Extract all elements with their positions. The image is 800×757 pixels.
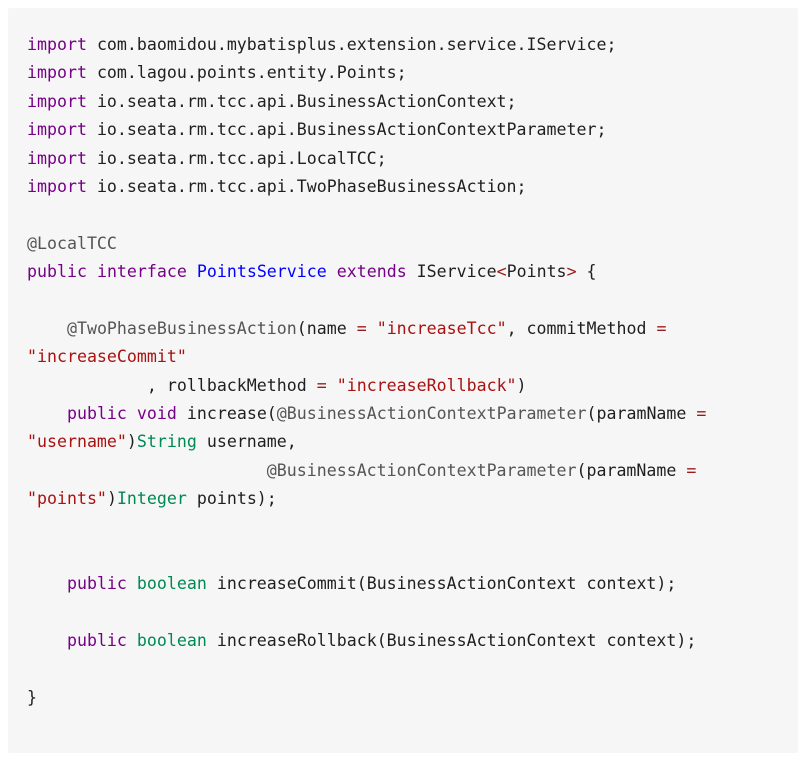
code-token: "increaseTcc" [376, 318, 507, 338]
code-token: import [27, 91, 87, 111]
code-token: import [27, 35, 87, 54]
code-token: String [136, 432, 197, 452]
code-line: import com.baomidou.mybatisplus.extensio… [27, 31, 798, 59]
code-token: Integer [116, 489, 187, 509]
code-token: > [566, 262, 577, 282]
code-token: interface [96, 262, 187, 282]
code-token [327, 376, 337, 395]
code-token: username, [196, 432, 297, 452]
code-line [27, 287, 798, 315]
code-line: "username")String username, [27, 428, 798, 456]
code-token: com.lagou.points.entity.Points; [86, 63, 407, 83]
code-token: "points" [27, 489, 107, 509]
code-token: { [576, 262, 597, 282]
code-token [327, 262, 337, 281]
code-line: "increaseCommit" [27, 343, 798, 371]
code-line: import io.seata.rm.tcc.api.BusinessActio… [27, 116, 798, 144]
code-token: Points [506, 262, 567, 282]
code-token [27, 319, 67, 338]
code-token: import [27, 63, 87, 83]
code-token: = [656, 318, 667, 338]
code-token: public [27, 262, 87, 282]
code-token [187, 262, 197, 281]
code-token: io.seata.rm.tcc.api.TwoPhaseBusinessActi… [86, 176, 527, 196]
code-token: < [496, 262, 507, 282]
code-token [27, 404, 67, 423]
code-token: } [27, 687, 37, 707]
code-line: @TwoPhaseBusinessAction(name = "increase… [27, 315, 798, 343]
code-line: "points")Integer points); [27, 485, 798, 513]
code-token: void [136, 404, 177, 424]
code-token: (name [296, 318, 357, 338]
code-token: io.seata.rm.tcc.api.BusinessActionContex… [86, 91, 517, 111]
code-token [87, 262, 97, 281]
code-token: public [66, 404, 127, 424]
code-token: ) [126, 432, 137, 452]
code-token: ) [516, 375, 527, 395]
code-token: = [686, 460, 697, 480]
code-line [27, 542, 798, 570]
code-token: "increaseRollback" [336, 375, 517, 395]
code-token: , commitMethod [506, 318, 657, 338]
code-token: com.baomidou.mybatisplus.extension.servi… [86, 35, 617, 54]
code-token: public [66, 574, 127, 594]
code-token: , rollbackMethod [27, 375, 317, 395]
code-line: import io.seata.rm.tcc.api.LocalTCC; [27, 145, 798, 173]
code-token [27, 574, 67, 593]
code-line: public boolean increaseRollback(Business… [27, 627, 798, 655]
code-token: @LocalTCC [27, 233, 117, 253]
code-token: public [66, 631, 127, 651]
code-token [127, 631, 137, 650]
code-token [127, 404, 137, 423]
code-token [27, 631, 67, 650]
code-line: import com.lagou.points.entity.Points; [27, 59, 798, 87]
code-line: , rollbackMethod = "increaseRollback") [27, 372, 798, 400]
code-line: @LocalTCC [27, 230, 798, 258]
code-token: @BusinessActionContextParameter [276, 404, 587, 424]
code-token: increase( [176, 404, 277, 424]
code-line: public interface PointsService extends I… [27, 258, 798, 286]
code-token: import [27, 148, 87, 168]
code-token: boolean [136, 631, 207, 651]
code-line: @BusinessActionContextParameter(paramNam… [27, 457, 798, 485]
code-line [27, 514, 798, 542]
code-token: = [696, 404, 707, 424]
code-token [127, 574, 137, 593]
code-token: PointsService [196, 262, 327, 282]
code-token: ) [106, 489, 117, 509]
code-token: IService [406, 262, 497, 282]
code-listing: import com.baomidou.mybatisplus.extensio… [27, 31, 798, 712]
code-token: import [27, 120, 87, 140]
code-token: @BusinessActionContextParameter [266, 460, 577, 480]
code-token: = [356, 318, 367, 338]
code-line: public void increase(@BusinessActionCont… [27, 400, 798, 428]
code-token: "increaseCommit" [27, 347, 187, 367]
code-token: "username" [27, 432, 127, 452]
code-line [27, 599, 798, 627]
code-token: import [27, 176, 87, 196]
code-line: public boolean increaseCommit(BusinessAc… [27, 570, 798, 598]
code-token: increaseRollback(BusinessActionContext c… [206, 631, 697, 651]
code-token: io.seata.rm.tcc.api.LocalTCC; [86, 148, 387, 168]
code-token: increaseCommit(BusinessActionContext con… [206, 574, 677, 594]
code-token: io.seata.rm.tcc.api.BusinessActionContex… [86, 120, 607, 140]
code-token: @TwoPhaseBusinessAction [66, 318, 297, 338]
code-line: import io.seata.rm.tcc.api.TwoPhaseBusin… [27, 173, 798, 201]
code-line [27, 201, 798, 229]
code-token: boolean [136, 574, 207, 594]
code-token: = [316, 375, 327, 395]
code-token: (paramName [576, 460, 687, 480]
code-line: } [27, 684, 798, 712]
code-token: points); [186, 489, 277, 509]
code-token: (paramName [586, 404, 697, 424]
code-token [367, 319, 377, 338]
code-line: import io.seata.rm.tcc.api.BusinessActio… [27, 88, 798, 116]
code-line [27, 656, 798, 684]
code-token [27, 461, 267, 480]
code-token: extends [336, 262, 407, 282]
code-block: import com.baomidou.mybatisplus.extensio… [8, 8, 798, 753]
